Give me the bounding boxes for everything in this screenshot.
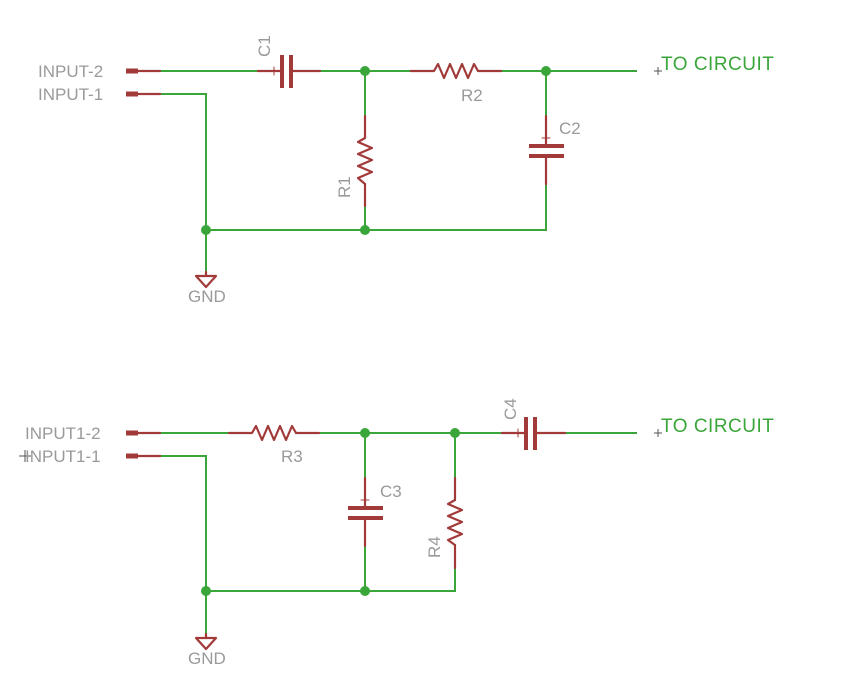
capacitor-c1[interactable] (256, 55, 322, 88)
junction-dot (360, 428, 370, 438)
output-pin-marker (654, 67, 662, 75)
resistor-r1[interactable] (356, 114, 374, 208)
output-pin-marker (654, 429, 662, 437)
ground-label: GND (188, 649, 226, 668)
junction-dot (360, 66, 370, 76)
input-connector-1-2[interactable] (126, 430, 162, 436)
component-label-c4: C4 (501, 398, 520, 420)
capacitor-c2[interactable] (529, 114, 564, 186)
input-label: INPUT1-2 (25, 424, 101, 443)
ground-symbol[interactable] (194, 632, 218, 651)
circuit-top: INPUT-2 INPUT-1 C1 R2 R1 C2 (38, 35, 774, 306)
input-connector-2[interactable] (126, 68, 162, 74)
origin-marker (19, 450, 31, 462)
capacitor-c4[interactable] (500, 417, 567, 450)
component-label-r1: R1 (335, 176, 354, 198)
ground-label: GND (188, 287, 226, 306)
junction-dot (450, 428, 460, 438)
wires-bottom (159, 432, 637, 635)
junction-dot (541, 66, 551, 76)
resistor-r4[interactable] (446, 476, 464, 570)
component-label-r3: R3 (281, 447, 303, 466)
capacitor-c3[interactable] (348, 476, 383, 548)
component-label-r4: R4 (425, 536, 444, 558)
ground-symbol[interactable] (194, 270, 218, 289)
resistor-r2[interactable] (409, 62, 503, 80)
output-net-label: TO CIRCUIT (661, 54, 774, 75)
junction-dot (360, 586, 370, 596)
component-label-c3: C3 (380, 482, 402, 501)
junction-dot (201, 586, 211, 596)
junction-dot (360, 225, 370, 235)
wires-top (159, 70, 637, 273)
input-label: INPUT-1 (38, 85, 103, 104)
circuit-bottom: INPUT1-2 INPUT1-1 R3 C3 R4 (19, 398, 774, 668)
input-connector-1[interactable] (126, 91, 162, 97)
input-label: INPUT-2 (38, 62, 103, 81)
component-label-c1: C1 (255, 35, 274, 57)
input-connector-1-1[interactable] (126, 453, 162, 459)
component-label-r2: R2 (461, 86, 483, 105)
input-label: INPUT1-1 (25, 447, 101, 466)
resistor-r3[interactable] (227, 424, 321, 442)
output-net-label: TO CIRCUIT (661, 416, 774, 437)
junction-dot (201, 225, 211, 235)
component-label-c2: C2 (559, 119, 581, 138)
